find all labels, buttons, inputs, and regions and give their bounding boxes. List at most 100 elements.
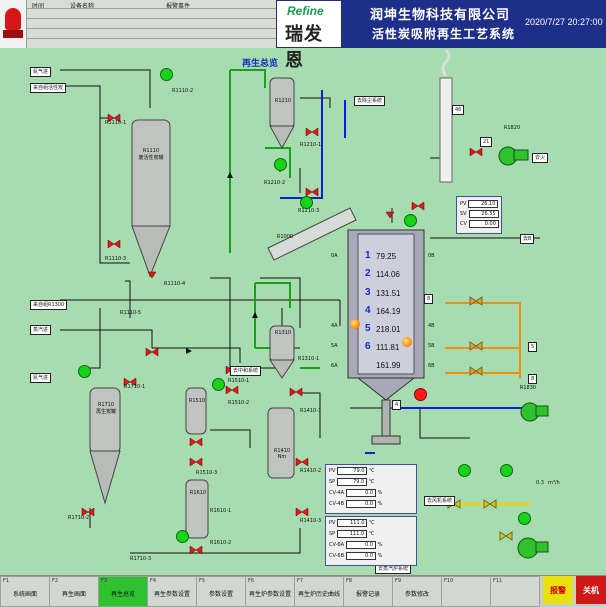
burner-cv-value: 0.00 [468, 220, 499, 228]
r1110-desc: 废活性炭罐 [138, 155, 164, 161]
fkey-code: F8 [346, 578, 353, 584]
zone-port: 6A [331, 363, 338, 369]
fkey-code: F3 [101, 578, 108, 584]
cp3-value: 0.0 [346, 541, 377, 549]
cp1-unit: ℃ [368, 479, 375, 485]
tank-r1410 [267, 407, 295, 479]
fkey-f10[interactable]: F10 [441, 576, 491, 607]
zone-temp: 79.25 [376, 252, 397, 261]
status-indicator[interactable] [160, 68, 173, 81]
cp3-value: 111.0 [337, 519, 368, 527]
cp3-unit: ℃ [369, 520, 375, 526]
logo-english: Refine [287, 4, 324, 18]
status-indicator[interactable] [300, 196, 313, 209]
regeneration-furnace [347, 229, 425, 445]
inlet-steam[interactable]: 蒸汽进 [30, 325, 52, 335]
inlet-n2[interactable]: 氮气进 [30, 67, 52, 77]
label-r1000: R1000 [276, 234, 294, 240]
header-bar: 时间 设备名称 报警事件 Refine 瑞发恩 润坤生物科技有限公司 活性炭吸附… [0, 0, 606, 71]
system-name: 活性炭吸附再生工艺系统 [372, 27, 516, 41]
fkey-f11[interactable]: F11 [490, 576, 540, 607]
alarm-log-divider [26, 18, 276, 19]
valve-tag: R1710-1 [124, 384, 146, 390]
inlet-n2-lower[interactable]: 氮气进 [30, 373, 52, 383]
cp1-label: CV-4A [329, 490, 345, 496]
r1710-desc: 再生炭罐 [95, 409, 116, 415]
screw-conveyor [267, 207, 357, 261]
fkey-label: 参数修改 [404, 591, 429, 598]
cp3-label: CV-6B [329, 553, 345, 559]
outlet-to-flare[interactable]: 去火 [532, 153, 549, 163]
zone-num: 2 [365, 268, 371, 279]
valve-tag: R1510-2 [228, 400, 250, 406]
alarm-indicator-dot[interactable] [414, 388, 427, 401]
r1710-tag: R1710 [97, 402, 115, 408]
outlet-to-fan[interactable]: 去风机系统 [424, 496, 456, 506]
temp-reading-3: 5 [528, 342, 538, 352]
status-indicator[interactable] [518, 512, 531, 525]
zone-temp: 114.06 [376, 270, 400, 279]
fkey-code: F5 [199, 578, 206, 584]
alarm-log-divider [26, 8, 276, 9]
alarm-log-col-event: 报警事件 [166, 3, 191, 10]
burner-pv-label: PV [460, 201, 467, 207]
label-r1510: R1510 [188, 398, 206, 404]
burner-cv-label: CV [460, 221, 467, 227]
zone-num: 4 [365, 305, 371, 316]
burner-sv-value: 26.55 [468, 210, 499, 218]
inlet-from-r1300[interactable]: 来自组R1300 [30, 300, 68, 310]
alarm-log-panel: 时间 设备名称 报警事件 [0, 0, 276, 48]
zone-temp: 161.99 [376, 361, 401, 370]
tank-r1710 [89, 387, 121, 505]
zone-port: 0A [331, 253, 338, 259]
zone-port: 0B [428, 253, 435, 259]
alarm-indicator[interactable] [0, 0, 27, 48]
datetime-display: 2020/7/27 20:27:00 [525, 17, 603, 27]
outlet-to-neutral[interactable]: 去中和系统 [230, 366, 262, 376]
cp3-value: 0.0 [346, 552, 377, 560]
cp1-label: PV [329, 468, 336, 474]
cp1-value: 0.0 [346, 489, 377, 497]
outlet-to-dust[interactable]: 去除尘系统 [354, 96, 386, 106]
status-indicator[interactable] [78, 365, 91, 378]
valve-tag: R1410-1 [300, 408, 322, 414]
status-indicator[interactable] [458, 464, 471, 477]
company-name: 润坤生物科技有限公司 [370, 8, 511, 23]
exit-button[interactable]: 关机 [576, 576, 606, 604]
status-indicator[interactable] [404, 214, 417, 227]
cp3-value: 111.0 [337, 530, 368, 538]
valve-tag: R1110-3 [105, 256, 127, 262]
label-r1310: R1310 [274, 330, 292, 336]
fkey-code: F4 [150, 578, 157, 584]
cp3-label: SP [329, 531, 336, 537]
status-indicator[interactable] [500, 464, 513, 477]
outlet-to-b[interactable]: 去B [520, 234, 535, 244]
alarm-lamp-icon [5, 8, 21, 30]
air-valves [469, 296, 483, 376]
status-indicator[interactable] [176, 530, 189, 543]
cp3-label: CV-6A [329, 542, 345, 548]
status-indicator[interactable] [212, 378, 225, 391]
fkey-label: 再生画面 [61, 591, 86, 598]
tank-r1310 [269, 325, 295, 379]
alarm-log-table[interactable]: 时间 设备名称 报警事件 [26, 0, 276, 48]
alarm-button[interactable]: 报警 [543, 576, 573, 604]
inlet-raw-carbon[interactable]: 来自组活性炭 [30, 83, 67, 93]
status-indicator[interactable] [274, 158, 287, 171]
zone-temp: 131.51 [376, 289, 401, 298]
